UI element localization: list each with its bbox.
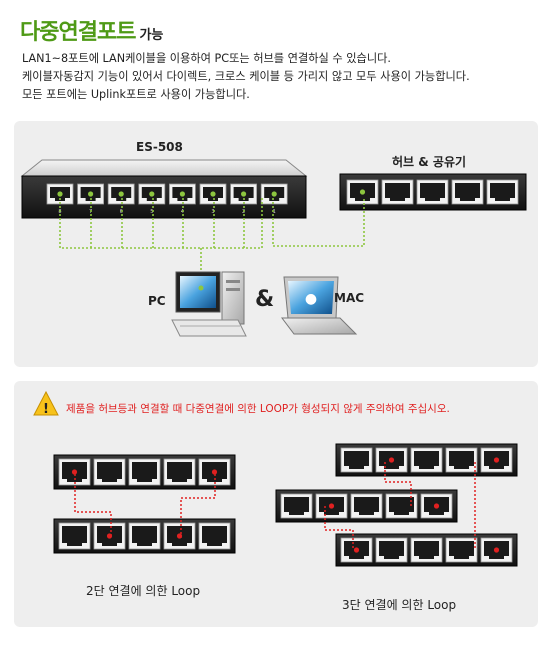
ethernet-port xyxy=(451,179,484,205)
hub-ports xyxy=(346,179,519,205)
ethernet-port xyxy=(128,458,161,486)
ethernet-port xyxy=(420,493,453,519)
ethernet-port xyxy=(199,183,227,205)
ethernet-port xyxy=(168,183,196,205)
pc-icon xyxy=(171,271,247,337)
red-loop-lines xyxy=(74,462,476,548)
ethernet-port xyxy=(340,537,373,563)
ethernet-port xyxy=(93,458,126,486)
ethernet-port xyxy=(107,183,135,205)
page-title-suffix: 가능 xyxy=(139,28,164,43)
mac-laptop-icon: ● xyxy=(281,276,358,335)
ethernet-port xyxy=(381,179,414,205)
ethernet-port xyxy=(138,183,166,205)
ethernet-port xyxy=(315,493,348,519)
loop-warning-text: 제품을 허브등과 연결할 때 다중연결에 의한 LOOP가 형성되지 않게 주의… xyxy=(66,403,450,415)
description: LAN1~8포트에 LAN케이블을 이용하여 PC또는 허브를 연결하실 수 있… xyxy=(22,50,542,104)
ethernet-port xyxy=(163,458,196,486)
switch-label: ES-508 xyxy=(136,140,183,154)
ethernet-port xyxy=(198,522,231,550)
ethernet-port xyxy=(77,183,104,205)
ethernet-port xyxy=(410,447,443,473)
green-cable-lines xyxy=(59,198,365,288)
ethernet-port xyxy=(163,522,196,550)
ethernet-port xyxy=(480,447,513,473)
description-line-2: 케이블자동감지 기능이 있어서 다이렉트, 크로스 케이블 등 가리지 않고 모… xyxy=(22,70,470,83)
ethernet-port xyxy=(260,183,288,205)
ethernet-port xyxy=(46,183,74,205)
loop-hub xyxy=(335,533,518,567)
ethernet-port xyxy=(58,522,91,550)
ethernet-port xyxy=(385,493,418,519)
loop-hub xyxy=(53,518,236,554)
svg-text:●: ● xyxy=(305,291,317,307)
ethernet-port xyxy=(445,447,478,473)
ethernet-port xyxy=(480,537,513,563)
ethernet-port xyxy=(128,522,161,550)
loop-hub xyxy=(335,443,518,477)
ethernet-port xyxy=(410,537,443,563)
warning-icon: ! xyxy=(33,390,59,417)
pc-label: PC xyxy=(148,294,166,308)
ethernet-port xyxy=(486,179,519,205)
svg-text:!: ! xyxy=(43,402,49,417)
loop-hubs xyxy=(53,443,518,567)
port-number: 5 xyxy=(150,209,153,215)
ethernet-port xyxy=(375,537,408,563)
ethernet-port xyxy=(375,447,408,473)
mac-label: MAC xyxy=(334,291,365,305)
caption-two-level-loop: 2단 연결에 의한 Loop xyxy=(86,584,201,598)
description-line-3: 모든 포트에는 Uplink포트로 사용이 가능합니다. xyxy=(22,88,250,101)
loop-hub xyxy=(53,454,236,490)
ethernet-port xyxy=(93,522,126,550)
ethernet-port xyxy=(280,493,313,519)
caption-three-level-loop: 3단 연결에 의한 Loop xyxy=(342,598,457,612)
ethernet-port xyxy=(350,493,383,519)
port-number: 1 xyxy=(273,209,276,215)
ethernet-port xyxy=(416,179,449,205)
hub-label: 허브 & 공유기 xyxy=(392,155,467,169)
description-line-1: LAN1~8포트에 LAN케이블을 이용하여 PC또는 허브를 연결하실 수 있… xyxy=(22,52,391,65)
port-number: 3 xyxy=(211,209,214,215)
ethernet-port xyxy=(346,179,379,205)
ethernet-port xyxy=(340,447,373,473)
loop-hub xyxy=(275,489,458,523)
ampersand-label: & xyxy=(255,287,275,312)
ethernet-port xyxy=(445,537,478,563)
ethernet-port xyxy=(230,183,258,205)
